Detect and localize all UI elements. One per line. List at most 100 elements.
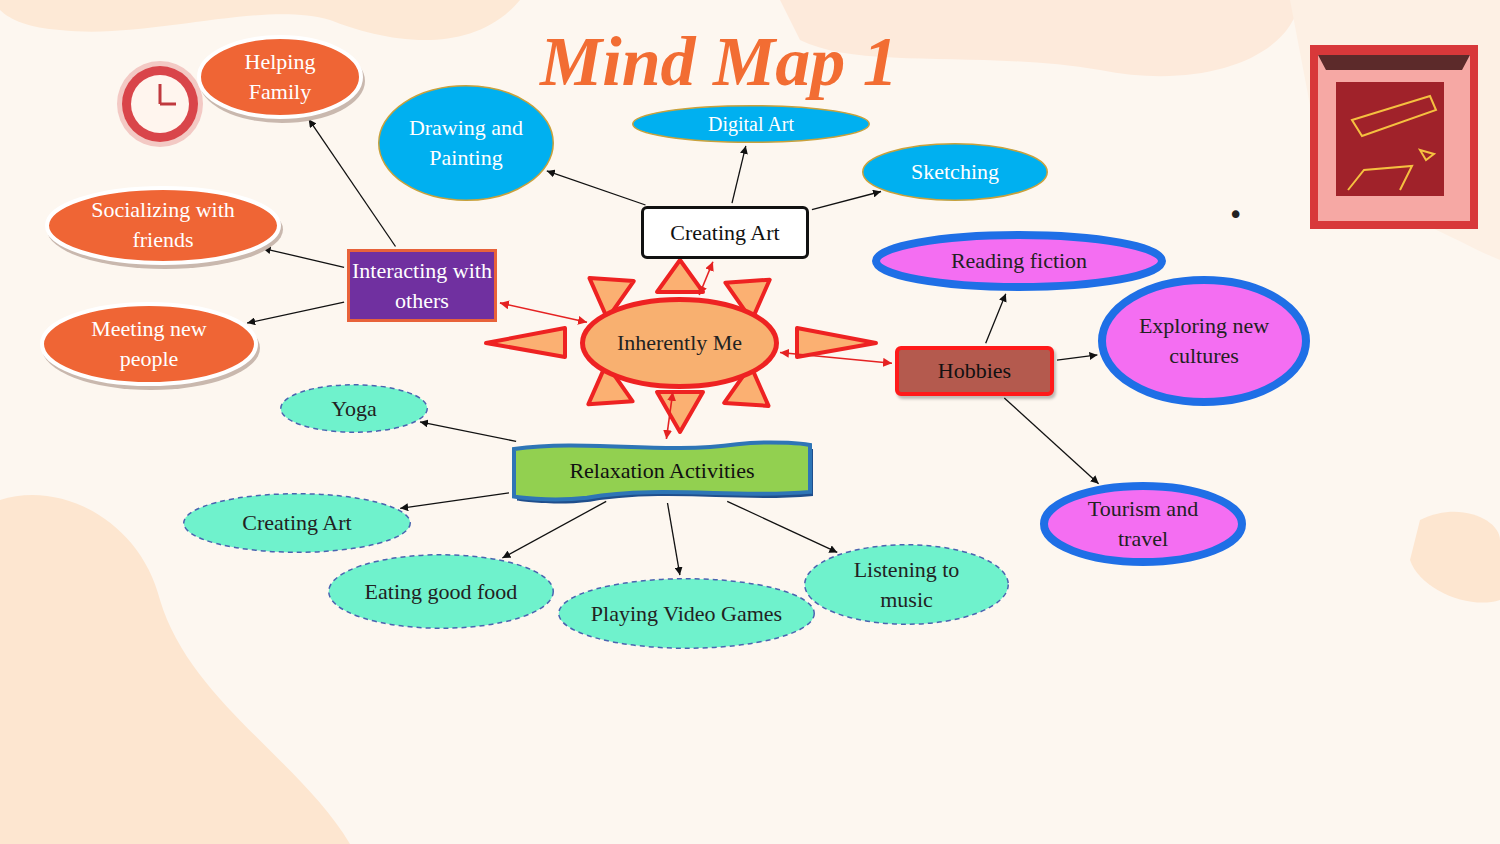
node-label: Hobbies — [902, 356, 1048, 386]
node-text-group: Eating good food — [356, 577, 527, 607]
ellipse-outline — [1044, 486, 1242, 562]
topic-box: Interacting with others — [347, 249, 497, 322]
node-label: Creating Art — [211, 508, 384, 538]
node-label: Helping Family — [217, 47, 343, 106]
node-text-group: Inherently Me — [606, 328, 753, 358]
node-text-group: Drawing and Painting — [401, 113, 531, 172]
node-label: Eating good food — [356, 577, 527, 607]
topic-ellipse: Yoga — [280, 384, 428, 433]
node-text-group: Interacting with others — [352, 256, 493, 315]
background-blob — [1410, 512, 1500, 603]
connector-arrow — [812, 192, 881, 210]
node-label: Socializing with friends — [74, 195, 253, 254]
bullet-mark: • — [1228, 200, 1243, 230]
node-label: Creating Art — [648, 218, 802, 248]
node-label: Inherently Me — [606, 328, 753, 358]
background-blob — [1290, 0, 1500, 260]
topic-ellipse: Playing Video Games — [558, 578, 815, 649]
node-label: Sketching — [887, 157, 1024, 187]
node-text-group: Meeting new people — [67, 314, 232, 373]
node-text-group: Hobbies — [902, 356, 1048, 386]
node-label: Playing Video Games — [589, 599, 784, 629]
topic-ellipse: Creating Art — [183, 493, 411, 553]
connector-arrow — [1004, 398, 1098, 484]
node-text-group: Exploring new cultures — [1128, 311, 1280, 370]
topic-box: Hobbies — [895, 346, 1054, 396]
ellipse-outline — [329, 555, 554, 629]
node-text-group: Creating Art — [648, 218, 802, 248]
connector-arrow — [247, 302, 344, 323]
node-label: Drawing and Painting — [401, 113, 531, 172]
topic-ellipse: Eating good food — [328, 554, 554, 629]
topic-ellipse: Exploring new cultures — [1098, 276, 1310, 406]
topic-ellipse: Drawing and Painting — [378, 85, 554, 201]
connector-arrow — [263, 248, 344, 267]
node-label: Listening to music — [829, 555, 984, 614]
connector-arrow — [1057, 355, 1097, 360]
node-label: Interacting with others — [352, 256, 493, 315]
node-outline — [378, 85, 554, 201]
node-label: Exploring new cultures — [1128, 311, 1280, 370]
node-outline — [804, 544, 1009, 625]
connector-arrow — [727, 501, 837, 552]
ellipse-outline — [805, 545, 1009, 625]
topic-ellipse: Socializing with friends — [45, 186, 281, 265]
topic-ellipse: Reading fiction — [872, 231, 1166, 291]
node-text-group: Relaxation Activities — [524, 456, 800, 486]
topic-ellipse: Meeting new people — [40, 302, 258, 386]
connector-arrow — [547, 171, 646, 205]
ellipse-outline — [42, 304, 256, 384]
connector-arrow — [666, 392, 672, 439]
node-text-group: Reading fiction — [914, 246, 1125, 276]
node-text-group: Yoga — [298, 394, 410, 424]
topic-ellipse: Listening to music — [804, 544, 1009, 625]
node-outline — [197, 35, 363, 119]
ellipse-outline — [863, 144, 1048, 201]
ellipse-outline — [876, 235, 1162, 287]
topic-ellipse: Inherently Me — [580, 297, 779, 389]
framed-picture — [1310, 45, 1478, 229]
connector-arrow — [400, 493, 509, 509]
node-text-group: Listening to music — [829, 555, 984, 614]
node-text-group: Socializing with friends — [74, 195, 253, 254]
node-label: Digital Art — [656, 111, 846, 138]
topic-ellipse: Sketching — [862, 143, 1048, 201]
node-outline — [40, 302, 258, 386]
sun-rays — [486, 259, 876, 432]
node-label: Reading fiction — [914, 246, 1125, 276]
node-text-group: Creating Art — [211, 508, 384, 538]
ellipse-outline — [184, 494, 411, 553]
node-outline — [1098, 276, 1310, 406]
connector-arrow — [780, 353, 892, 364]
node-text-group: Digital Art — [656, 111, 846, 138]
ellipse-outline — [199, 37, 361, 117]
topic-ellipse: Digital Art — [632, 105, 870, 143]
ellipse-outline — [583, 300, 777, 387]
node-text-group: Playing Video Games — [589, 599, 784, 629]
node-label: Yoga — [298, 394, 410, 424]
node-label: Meeting new people — [67, 314, 232, 373]
topic-banner: Relaxation Activities — [512, 442, 812, 500]
ellipse-outline — [379, 86, 554, 201]
ellipse-outline — [281, 385, 428, 433]
connector-arrow — [986, 294, 1006, 344]
connector-arrow — [699, 262, 713, 295]
topic-box: Creating Art — [641, 206, 809, 259]
node-label: Tourism and travel — [1069, 494, 1217, 553]
connector-arrow — [732, 146, 746, 203]
ellipse-outline — [47, 188, 279, 263]
banner-outline — [514, 442, 810, 499]
background-blob — [0, 0, 520, 40]
connector-arrow — [500, 303, 587, 322]
connector-arrow — [668, 503, 680, 575]
topic-ellipse: Helping Family — [197, 35, 363, 119]
ellipse-outline — [559, 579, 815, 649]
clock-icon — [117, 61, 203, 147]
connector-arrow — [502, 501, 606, 558]
ellipse-outline — [1102, 280, 1306, 402]
ellipse-outline — [633, 106, 870, 143]
connector-arrow — [420, 422, 516, 442]
topic-ellipse: Tourism and travel — [1040, 482, 1246, 566]
node-label: Relaxation Activities — [524, 456, 800, 486]
